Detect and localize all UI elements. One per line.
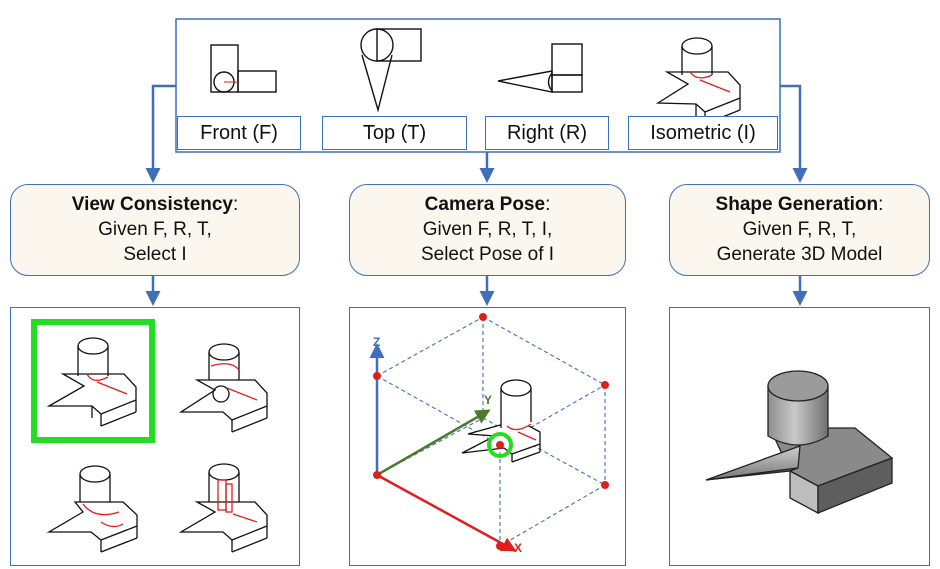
pose-point xyxy=(373,372,381,380)
task-title-colon: : xyxy=(545,194,551,215)
x-axis-label: X xyxy=(514,541,522,555)
task-line: Select Pose of I xyxy=(420,244,555,265)
panel-shape-generation xyxy=(669,307,930,566)
pose-point xyxy=(601,381,609,389)
task-line: Given F, R, T, I, xyxy=(422,219,553,240)
view-label-isometric: Isometric (I) xyxy=(628,116,778,150)
top-view-drawing xyxy=(360,28,422,113)
task-line: Generate 3D Model xyxy=(716,244,883,265)
view-label-front: Front (F) xyxy=(177,116,301,150)
pose-point xyxy=(496,441,504,449)
pose-point xyxy=(479,313,487,321)
right-view-drawing xyxy=(497,43,583,93)
pose-object xyxy=(461,379,541,463)
front-label-text: Front (F) xyxy=(200,121,278,144)
candidate-isometric-grid xyxy=(31,319,268,553)
candidate-4 xyxy=(178,463,268,553)
task-camera-pose: Camera Pose: Given F, R, T, I, Select Po… xyxy=(349,184,626,276)
candidate-1 xyxy=(46,337,137,427)
task-line: Select I xyxy=(123,244,187,265)
selected-candidate-highlight xyxy=(31,319,155,443)
task-view-consistency: View Consistency: Given F, R, T, Select … xyxy=(10,184,300,276)
task-title: Camera Pose xyxy=(424,194,546,215)
right-label-text: Right (R) xyxy=(506,121,587,144)
candidate-2 xyxy=(178,343,268,433)
panel-camera-pose: Z Y X xyxy=(349,307,626,566)
panel-view-consistency xyxy=(10,307,300,566)
shaded-model xyxy=(705,370,894,515)
connector-left xyxy=(145,84,176,183)
task-title: View Consistency xyxy=(71,194,233,215)
pose-cube xyxy=(376,316,606,547)
task-title: Shape Generation xyxy=(715,194,879,215)
task-shape-generation: Shape Generation: Given F, R, T, Generat… xyxy=(669,184,930,276)
selected-pose-ring xyxy=(487,432,513,458)
y-axis-label: Y xyxy=(484,393,492,407)
task-line: Given F, R, T, xyxy=(742,219,857,240)
task-line: Given F, R, T, xyxy=(98,219,212,240)
y-axis xyxy=(376,409,491,477)
generated-3d-model xyxy=(705,370,894,515)
candidate-3 xyxy=(46,465,138,553)
front-view-drawing xyxy=(210,44,277,93)
pose-point xyxy=(496,542,504,550)
task-title-colon: : xyxy=(232,194,239,215)
x-axis xyxy=(376,473,517,552)
camera-pose-scene: Z Y X xyxy=(369,313,609,555)
view-label-top: Top (T) xyxy=(322,116,467,150)
task-title-colon: : xyxy=(878,194,884,215)
pose-point xyxy=(373,471,381,479)
isometric-label-text: Isometric (I) xyxy=(650,121,756,144)
pose-points xyxy=(373,313,609,550)
top-label-text: Top (T) xyxy=(362,121,427,144)
view-label-right: Right (R) xyxy=(485,116,609,150)
connector-right xyxy=(780,84,808,183)
pose-point xyxy=(601,481,609,489)
z-axis-label: Z xyxy=(373,335,380,349)
